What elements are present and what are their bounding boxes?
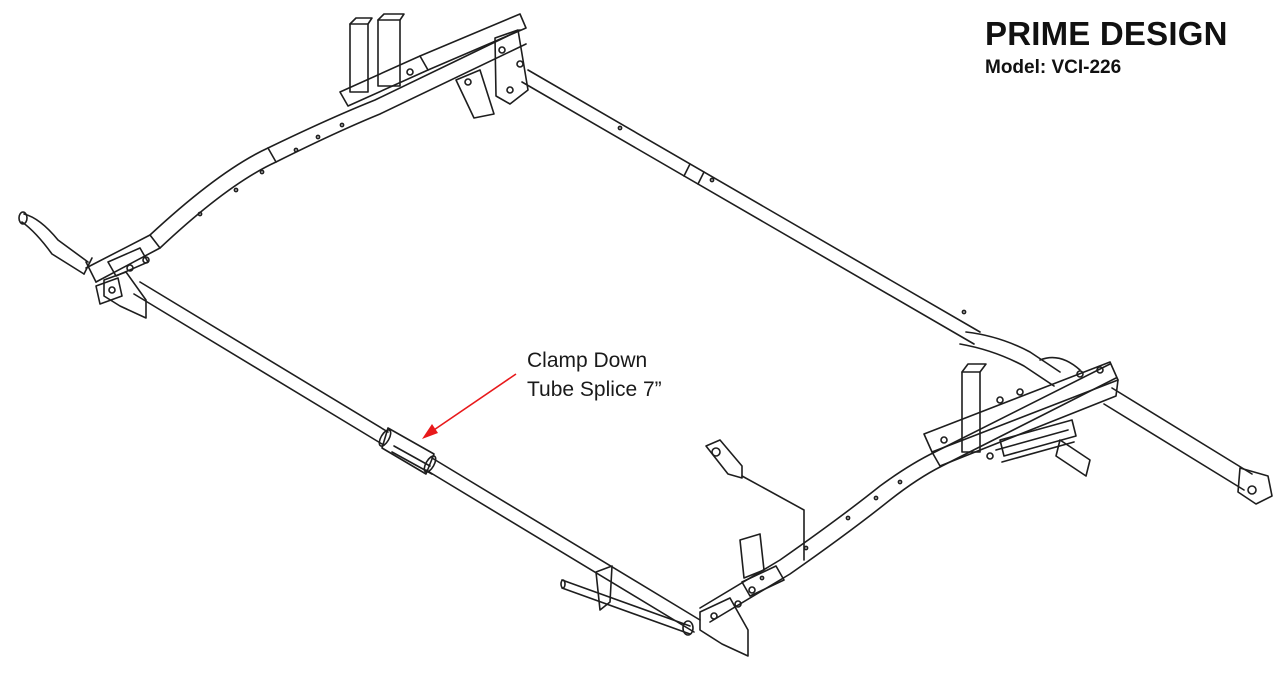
brand-title: PRIME DESIGN bbox=[985, 15, 1228, 52]
brand-block: PRIME DESIGN Model: VCI-226 bbox=[985, 14, 1228, 80]
callout-arrow bbox=[422, 373, 517, 439]
right-rear-extension-tube bbox=[1103, 387, 1273, 505]
left-side-rail bbox=[85, 29, 527, 283]
callout-line-1: Clamp Down bbox=[527, 349, 648, 372]
tube-splice bbox=[378, 427, 437, 475]
left-front-clamp bbox=[95, 247, 150, 319]
splice-callout: Clamp Down Tube Splice 7” bbox=[527, 346, 662, 404]
left-front-tube-end bbox=[18, 211, 97, 283]
callout-line-2: Tube Splice 7” bbox=[527, 378, 662, 401]
right-side-rail bbox=[699, 363, 1117, 623]
right-front-clamp bbox=[560, 533, 785, 657]
rear-cross-tube bbox=[521, 69, 981, 345]
center-bracket bbox=[705, 439, 805, 561]
model-label: Model: VCI-226 bbox=[985, 57, 1122, 78]
left-rear-upright bbox=[339, 13, 529, 119]
right-rear-assembly bbox=[923, 331, 1119, 477]
front-cross-tube bbox=[133, 281, 701, 633]
